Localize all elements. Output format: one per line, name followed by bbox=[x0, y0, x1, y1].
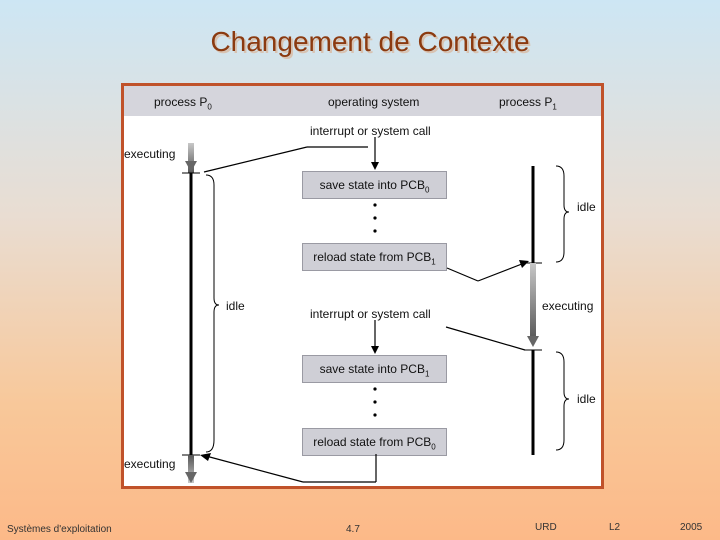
transition-arrows bbox=[200, 146, 529, 483]
header-process-p0: process P0 bbox=[154, 95, 212, 112]
header-process-p1: process P1 bbox=[499, 95, 557, 112]
os-flow bbox=[371, 137, 379, 417]
idle-brace-left bbox=[205, 174, 220, 453]
save-state-pcb1-box: save state into PCB1 bbox=[302, 355, 447, 383]
p0-timeline bbox=[182, 143, 200, 483]
interrupt-label-1: interrupt or system call bbox=[310, 124, 431, 138]
idle-label-right-bottom: idle bbox=[577, 392, 596, 406]
footer-level: L2 bbox=[609, 522, 621, 533]
idle-label-right-top: idle bbox=[577, 200, 596, 214]
idle-label-left: idle bbox=[226, 299, 245, 313]
executing-label-top: executing bbox=[124, 147, 176, 161]
footer-page-number: 4.7 bbox=[346, 524, 360, 535]
diagram-frame: process P0 operating system process P1 i… bbox=[121, 83, 604, 489]
idle-brace-right-top bbox=[555, 165, 570, 263]
save-state-pcb0-box: save state into PCB0 bbox=[302, 171, 447, 199]
header-band bbox=[124, 86, 601, 116]
reload-state-pcb0-box: reload state from PCB0 bbox=[302, 428, 447, 456]
reload-state-pcb1-box: reload state from PCB1 bbox=[302, 243, 447, 271]
interrupt-label-2: interrupt or system call bbox=[310, 307, 431, 321]
executing-label-bottom: executing bbox=[124, 457, 176, 471]
footer-year: 2005 bbox=[680, 522, 703, 533]
header-operating-system: operating system bbox=[328, 95, 420, 109]
p1-timeline bbox=[524, 166, 542, 455]
footer-org: URD bbox=[535, 522, 557, 533]
idle-brace-right-bottom bbox=[555, 351, 570, 451]
executing-label-right: executing bbox=[542, 299, 594, 313]
footer-course: Systèmes d'exploitation bbox=[7, 524, 112, 535]
slide-title: Changement de Contexte bbox=[210, 26, 530, 57]
